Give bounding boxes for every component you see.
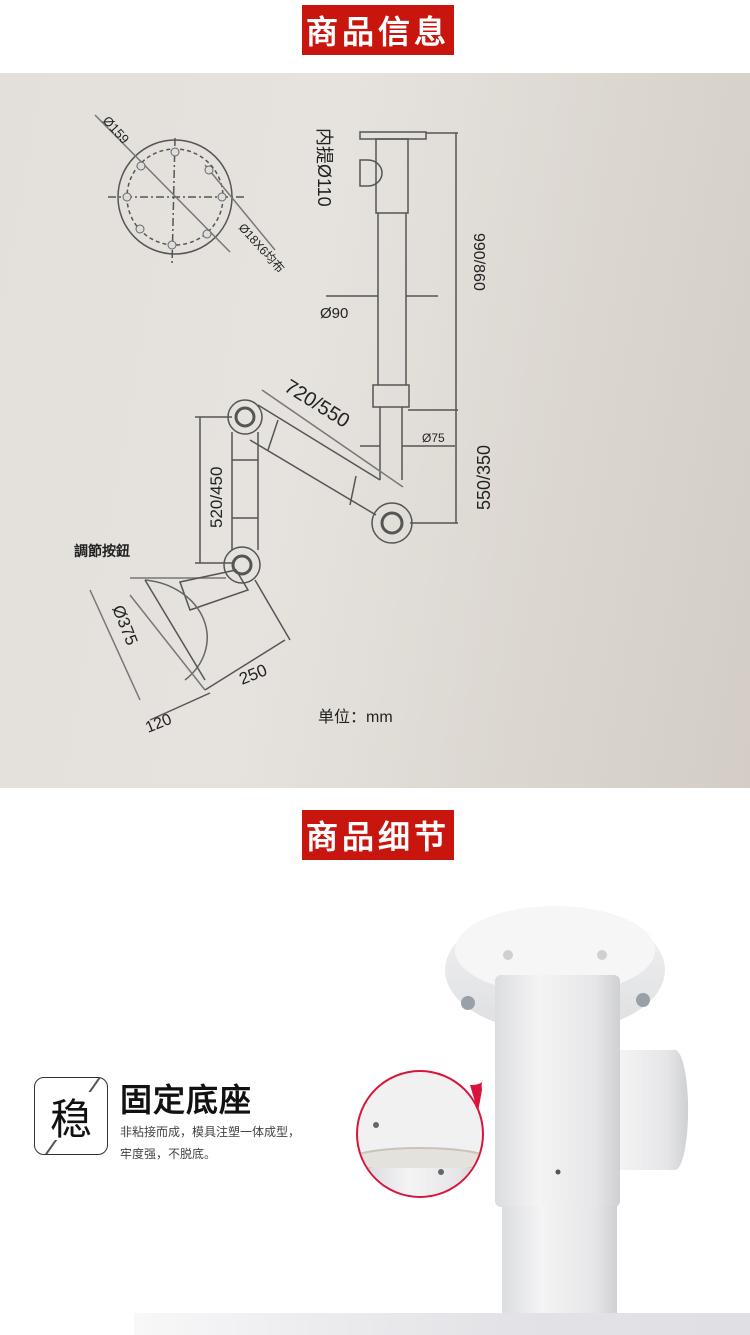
next-section-strip bbox=[134, 1313, 750, 1335]
label-lamp-offset: 250 bbox=[236, 660, 269, 688]
description-line-2: 牢度强，不脱底。 bbox=[120, 1147, 217, 1161]
label-bolt-holes: Ø18X6均布 bbox=[236, 221, 287, 276]
pole-tube bbox=[502, 1206, 617, 1320]
stability-icon: 稳 bbox=[34, 1077, 108, 1155]
description-line-1: 非粘接而成，模具注塑一体成型， bbox=[120, 1125, 301, 1139]
label-diagonal-arm: 720/550 bbox=[280, 376, 353, 433]
label-lamp-depth: 120 bbox=[143, 711, 174, 737]
product-photo-ceiling-mount bbox=[340, 880, 750, 1320]
section-title-product-info: 商品信息 bbox=[302, 5, 454, 55]
feature-fixed-base: 稳 固定底座 非粘接而成，模具注塑一体成型， 牢度强，不脱底。 bbox=[34, 1075, 354, 1165]
feature-description: 非粘接而成，模具注塑一体成型， 牢度强，不脱底。 bbox=[120, 1121, 340, 1165]
label-lower-length: 550/350 bbox=[474, 445, 494, 510]
label-lower-tube-diameter: Ø75 bbox=[422, 431, 445, 445]
icon-glyph: 稳 bbox=[49, 1094, 92, 1144]
label-upper-tube-diameter: Ø90 bbox=[320, 305, 348, 322]
section-title-product-detail: 商品细节 bbox=[302, 810, 454, 860]
connector-body bbox=[495, 975, 620, 1207]
dimension-drawing-svg: Ø159 Ø18X6均布 内提Ø110 Ø90 990/860 550/350 … bbox=[74, 113, 494, 737]
label-flange-diameter: Ø159 bbox=[100, 113, 132, 147]
technical-drawing: Ø159 Ø18X6均布 内提Ø110 Ø90 990/860 550/350 … bbox=[0, 73, 750, 788]
label-unit: 单位：mm bbox=[318, 708, 393, 726]
label-vertical-arm: 520/450 bbox=[207, 467, 226, 528]
label-inner-diameter: 内提Ø110 bbox=[314, 128, 334, 207]
label-adjust-knob: 調節按鈕 bbox=[74, 543, 130, 559]
label-upper-length: 990/860 bbox=[470, 233, 487, 291]
feature-title: 固定底座 bbox=[120, 1081, 253, 1119]
